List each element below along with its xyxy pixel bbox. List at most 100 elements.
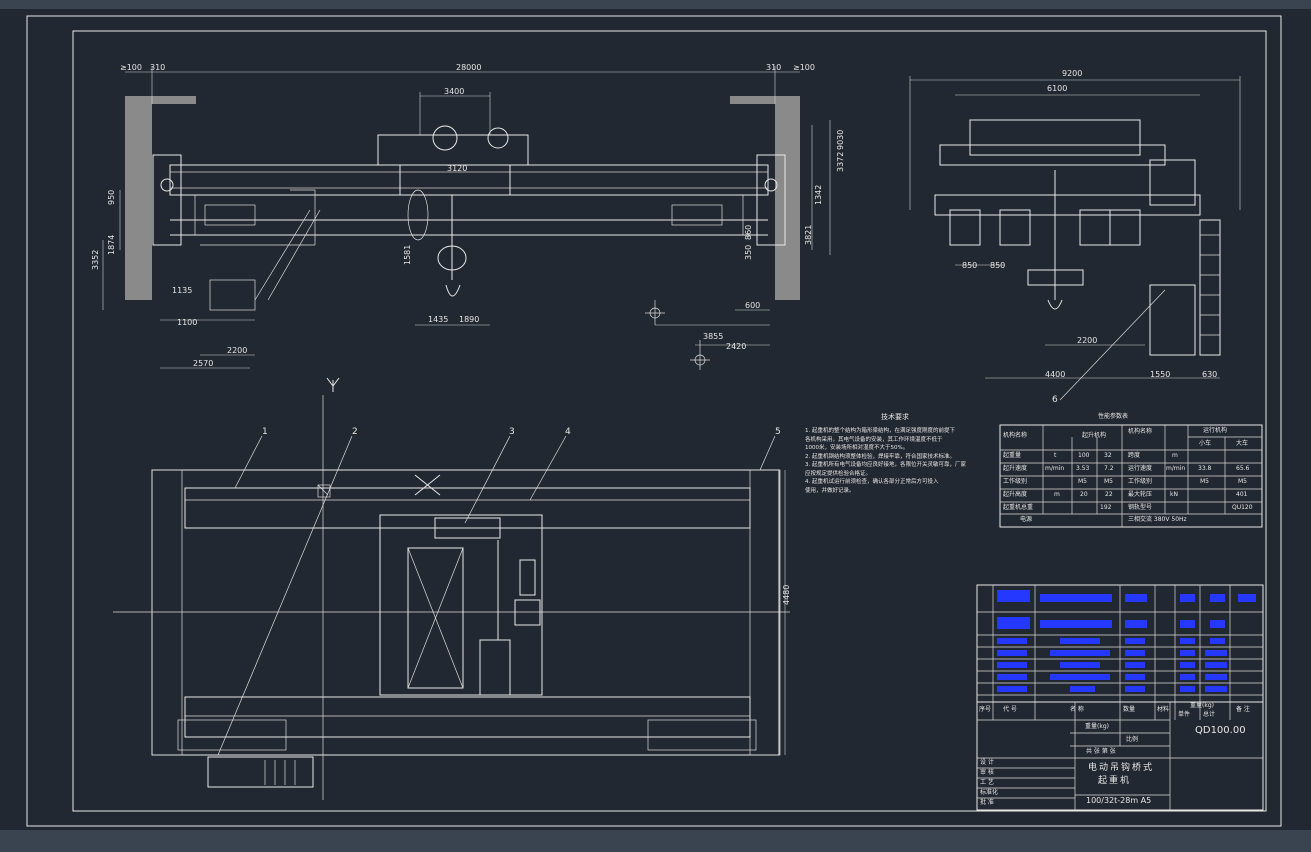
param-cell: 起升高度: [1003, 491, 1028, 498]
dim-right-310: 310: [766, 63, 782, 72]
callout-1: 1: [262, 427, 268, 437]
dim-2570: 2570: [193, 359, 214, 368]
dim-1890: 1890: [459, 315, 480, 324]
right-wall-hatch: [730, 96, 800, 300]
drawing-spec: 100/32t-28m A5: [1086, 796, 1152, 805]
callout-5: 5: [775, 427, 781, 437]
note-line: 1000米，安装场所相对湿度不大于50%。: [805, 445, 909, 451]
param-cell: 7.2: [1104, 465, 1114, 472]
param-cell: 三相交流 380V 50Hz: [1128, 516, 1187, 523]
dim-3352: 3352: [91, 249, 100, 270]
title-row: 设 计: [980, 759, 994, 766]
note-line: 各机构采用，其电气设备的安装，其工作环境温度不低于: [805, 436, 943, 443]
param-cell: m/min: [1045, 465, 1065, 472]
dim-side-1550: 1550: [1150, 370, 1171, 379]
param-cell: m/min: [1166, 465, 1186, 472]
parts-table: [976, 584, 1264, 720]
plan-view: [113, 377, 790, 800]
param-head: 起升机构: [1082, 432, 1107, 439]
technical-notes: 技术要求 1. 起重机的整个结构为箱形梁结构，在满足强度刚度的前提下 各机构采用…: [805, 412, 985, 495]
dim-wheel-base: 3120: [447, 164, 468, 173]
param-cell: 起重机总重: [1003, 504, 1034, 511]
inner-frame: [72, 30, 1267, 812]
dim-3855: 3855: [703, 332, 724, 341]
param-cell: 65.6: [1236, 465, 1250, 472]
parts-head-cell: 材料: [1157, 706, 1170, 713]
param-cell: 电源: [1020, 516, 1033, 523]
note-line: 2. 起重机钢结构须整体检验，焊接牢靠，符合国家技术标准。: [805, 453, 955, 460]
dim-right-clear: ≥100: [793, 63, 815, 72]
note-line: 应按规定提供检验合格证。: [805, 470, 872, 477]
parameter-table: [999, 424, 1263, 528]
parts-head-cell: 代 号: [1003, 706, 1017, 713]
drawing-name-1: 电动吊钩桥式: [1088, 763, 1155, 773]
dim-left-clear: ≥100: [120, 63, 142, 72]
param-cell: 33.8: [1198, 465, 1212, 472]
dim-side-2200: 2200: [1077, 336, 1098, 345]
param-cell: kN: [1170, 491, 1178, 498]
parts-head-cell: 备 注: [1236, 706, 1250, 713]
callout-4: 4: [565, 427, 571, 437]
dim-1342: 1342: [814, 184, 823, 205]
dim-1135: 1135: [172, 286, 193, 295]
note-line: 1. 起重机的整个结构为箱形梁结构，在满足强度刚度的前提下: [805, 428, 955, 434]
left-wall-hatch: [125, 96, 196, 300]
param-cell: 运行速度: [1128, 465, 1153, 472]
dim-side-9200: 9200: [1062, 69, 1083, 78]
param-cell: 3.53: [1076, 465, 1090, 472]
param-cell: t: [1054, 452, 1057, 459]
parts-head-cell: 重量(kg): [1190, 702, 1214, 709]
param-head: 机构名称: [1003, 432, 1028, 439]
parts-head-cell: 名 称: [1070, 706, 1084, 713]
param-head: 运行机构: [1203, 427, 1228, 434]
notes-heading: 技术要求: [881, 413, 909, 421]
param-cell: 钢轨型号: [1128, 504, 1153, 511]
dim-350: 350: [744, 244, 753, 260]
drawing-name-2: 起重机: [1098, 776, 1132, 786]
param-cell: 401: [1236, 491, 1248, 498]
dim-1581: 1581: [403, 244, 412, 265]
bottom-bar: [0, 830, 1311, 852]
dim-plan-4480: 4480: [782, 584, 791, 605]
dim-1874: 1874: [107, 234, 116, 255]
title-row: 审 核: [980, 769, 994, 776]
param-head: 大车: [1236, 440, 1249, 447]
param-cell: m: [1172, 452, 1178, 459]
scale-label: 比例: [1126, 736, 1139, 743]
dim-side-850a: 850: [962, 261, 978, 270]
dim-2200: 2200: [227, 346, 248, 355]
weight-label: 重量(kg): [1085, 723, 1109, 730]
param-cell: 32: [1104, 452, 1112, 459]
drawing-number: QD100.00: [1195, 725, 1246, 736]
param-head: 机构名称: [1128, 428, 1153, 435]
dim-side-630: 630: [1202, 370, 1218, 379]
callout-2: 2: [352, 427, 358, 437]
outer-frame: [26, 15, 1282, 827]
dim-3821: 3821: [804, 224, 813, 245]
dim-3372: 3372: [836, 151, 845, 172]
param-cell: M5: [1238, 478, 1247, 485]
param-cell: 起升速度: [1003, 465, 1028, 472]
param-cell: 100: [1078, 452, 1090, 459]
param-cell: 工作级别: [1003, 478, 1028, 485]
front-elevation: [102, 66, 831, 370]
title-row: 批 准: [980, 799, 994, 806]
dim-9030: 9030: [836, 129, 845, 150]
sheet-label: 共 张 第 张: [1086, 748, 1116, 755]
dim-side-6100: 6100: [1047, 84, 1068, 93]
param-cell: 20: [1080, 491, 1088, 498]
param-cell: 起重量: [1003, 452, 1022, 459]
note-line: 4. 起重机试运行前须检查，确认各部分正常后方可投入: [805, 479, 939, 485]
param-cell: 跨度: [1128, 452, 1141, 459]
param-cell: QU120: [1232, 504, 1253, 511]
dim-600: 600: [745, 301, 761, 310]
param-cell: 最大轮压: [1128, 491, 1153, 498]
note-line: 使用，并做好记录。: [805, 487, 855, 494]
dim-2420: 2420: [726, 342, 747, 351]
dim-span: 28000: [456, 63, 482, 72]
param-cell: M5: [1078, 478, 1087, 485]
note-line: 3. 起重机所有电气设备均应良好接地，各限位开关灵敏可靠，厂家: [805, 462, 966, 468]
dim-side-4400: 4400: [1045, 370, 1066, 379]
title-row: 标准化: [980, 789, 999, 796]
callout-3: 3: [509, 427, 515, 437]
